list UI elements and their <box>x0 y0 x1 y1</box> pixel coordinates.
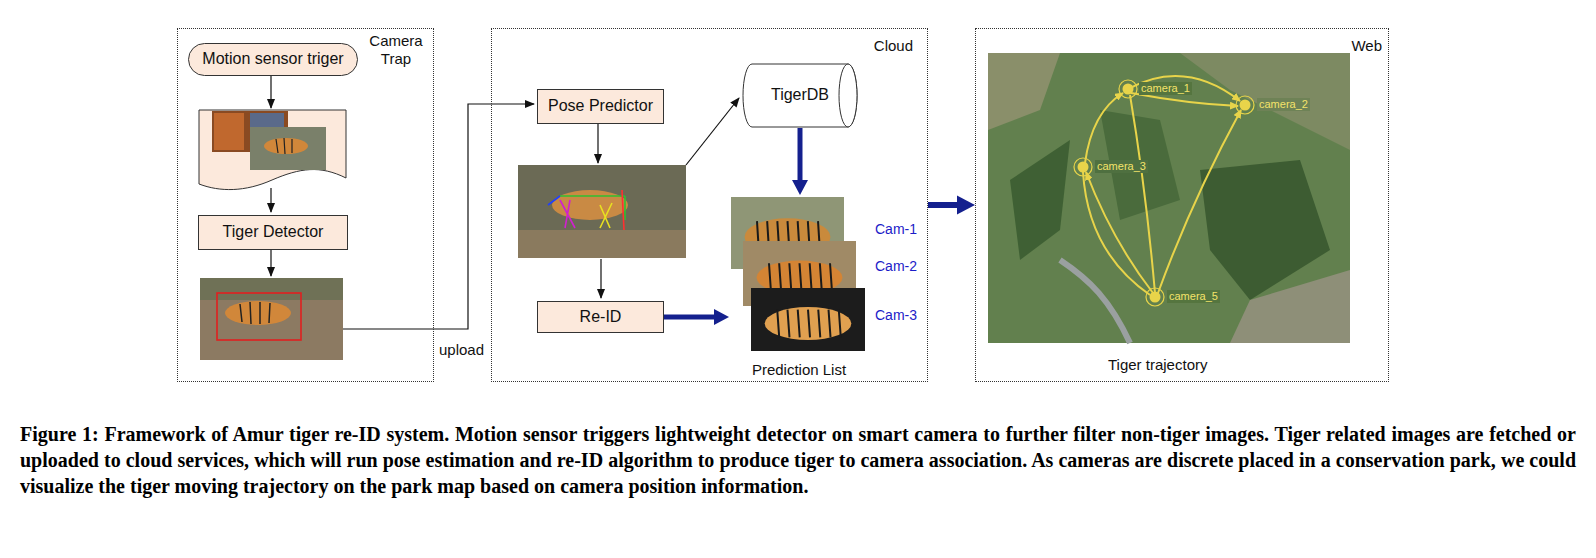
map-relief <box>1180 53 1350 150</box>
pose-skeleton <box>548 196 560 205</box>
process-box: Pose Predictor <box>537 89 664 124</box>
pose-skeleton <box>560 200 575 228</box>
park-map <box>988 53 1350 343</box>
trajectory <box>1128 76 1240 101</box>
camera-dot <box>1078 162 1089 173</box>
map-relief <box>988 53 1060 130</box>
tiger-photo <box>250 127 326 170</box>
process-box: Tiger Detector <box>198 215 348 250</box>
cylinder-end <box>839 64 857 127</box>
panel-title: Cloud <box>874 37 913 55</box>
pose-skeleton <box>600 203 612 228</box>
group-panel: Camera TrapMotion sensor trigerTiger Det… <box>177 28 434 382</box>
upload-line <box>343 104 534 329</box>
box-label: Motion sensor triger <box>202 50 343 68</box>
camera-tag: Cam-1 <box>875 221 917 237</box>
pose-photo <box>518 165 686 258</box>
camera-label: camera_3 <box>1095 160 1148 173</box>
photo-ground <box>200 278 343 360</box>
flow-arrow <box>600 259 601 298</box>
tiger-stripes <box>276 138 292 154</box>
trajectory <box>1131 93 1238 106</box>
camera-label: camera_1 <box>1139 82 1192 95</box>
camera-dot <box>1240 100 1251 111</box>
map-ground <box>988 53 1350 343</box>
camera-dot <box>1150 292 1161 303</box>
tiger-shape <box>264 138 308 154</box>
camera-ring <box>1236 96 1254 114</box>
trajectory <box>1083 172 1150 295</box>
pose-skeleton <box>560 196 625 220</box>
tiger-stripes <box>777 310 841 338</box>
list-caption: Prediction List <box>729 361 869 379</box>
flow-arrow <box>686 98 739 165</box>
box-label: Tiger Detector <box>223 223 324 241</box>
map-relief <box>1230 270 1350 343</box>
flow-connector <box>664 315 714 320</box>
camera-label: camera_2 <box>1257 98 1310 111</box>
camera-tag: Cam-2 <box>875 258 917 274</box>
panel-title: Web <box>1351 37 1382 55</box>
box-label: Re-ID <box>580 308 622 326</box>
process-box: Re-ID <box>537 301 664 333</box>
pose-skeleton <box>622 190 624 230</box>
annotation: Tiger trajectory <box>1108 356 1207 373</box>
panel-title: Camera Trap <box>365 32 427 68</box>
detection-photo <box>200 278 343 360</box>
prediction-images <box>729 195 869 381</box>
map-relief <box>1010 140 1070 260</box>
flow-arrow <box>270 250 271 276</box>
map-relief <box>1200 160 1330 300</box>
tiger-stripes <box>240 302 270 324</box>
photo-ground-detail <box>200 278 343 300</box>
box-label: Pose Predictor <box>548 97 653 115</box>
map-river <box>1060 260 1130 343</box>
figure-caption: Figure 1: Framework of Amur tiger re-ID … <box>20 421 1576 499</box>
photo-ground <box>518 165 686 258</box>
flow-connector <box>798 128 803 180</box>
document-shape <box>199 110 346 190</box>
group-panel: CloudPose Predictor TigerDB Re-ID Predictio… <box>491 28 928 382</box>
cylinder-body <box>743 64 857 127</box>
tiger-stripes <box>769 263 832 292</box>
photo-ground-detail <box>518 230 686 258</box>
detection-box <box>217 293 301 340</box>
camera-ring <box>1119 80 1137 98</box>
camera-label: camera_5 <box>1167 290 1220 303</box>
flow-arrow <box>597 124 598 163</box>
flow-connector <box>928 202 957 208</box>
trajectory <box>1085 93 1123 163</box>
trajectory <box>1130 95 1155 293</box>
flow-arrow <box>270 188 271 212</box>
tiger-shape <box>225 301 291 325</box>
camera-ring <box>1146 288 1164 306</box>
box-label: TigerDB <box>771 86 829 104</box>
tiger-shape <box>765 307 852 340</box>
start-pill: Motion sensor triger <box>188 43 358 76</box>
prediction-list: Prediction List <box>729 195 869 381</box>
image-document <box>199 110 346 190</box>
photo <box>751 288 865 351</box>
camera-ring <box>1074 158 1092 176</box>
flow-arrow <box>270 76 271 108</box>
camera-dot <box>1123 84 1134 95</box>
trajectory <box>1086 172 1153 293</box>
database-cylinder: TigerDB <box>742 63 858 128</box>
annotation: upload <box>439 341 484 358</box>
trajectory <box>1158 110 1241 293</box>
forest-photo-detail <box>214 113 244 150</box>
camera-tag: Cam-3 <box>875 307 917 323</box>
